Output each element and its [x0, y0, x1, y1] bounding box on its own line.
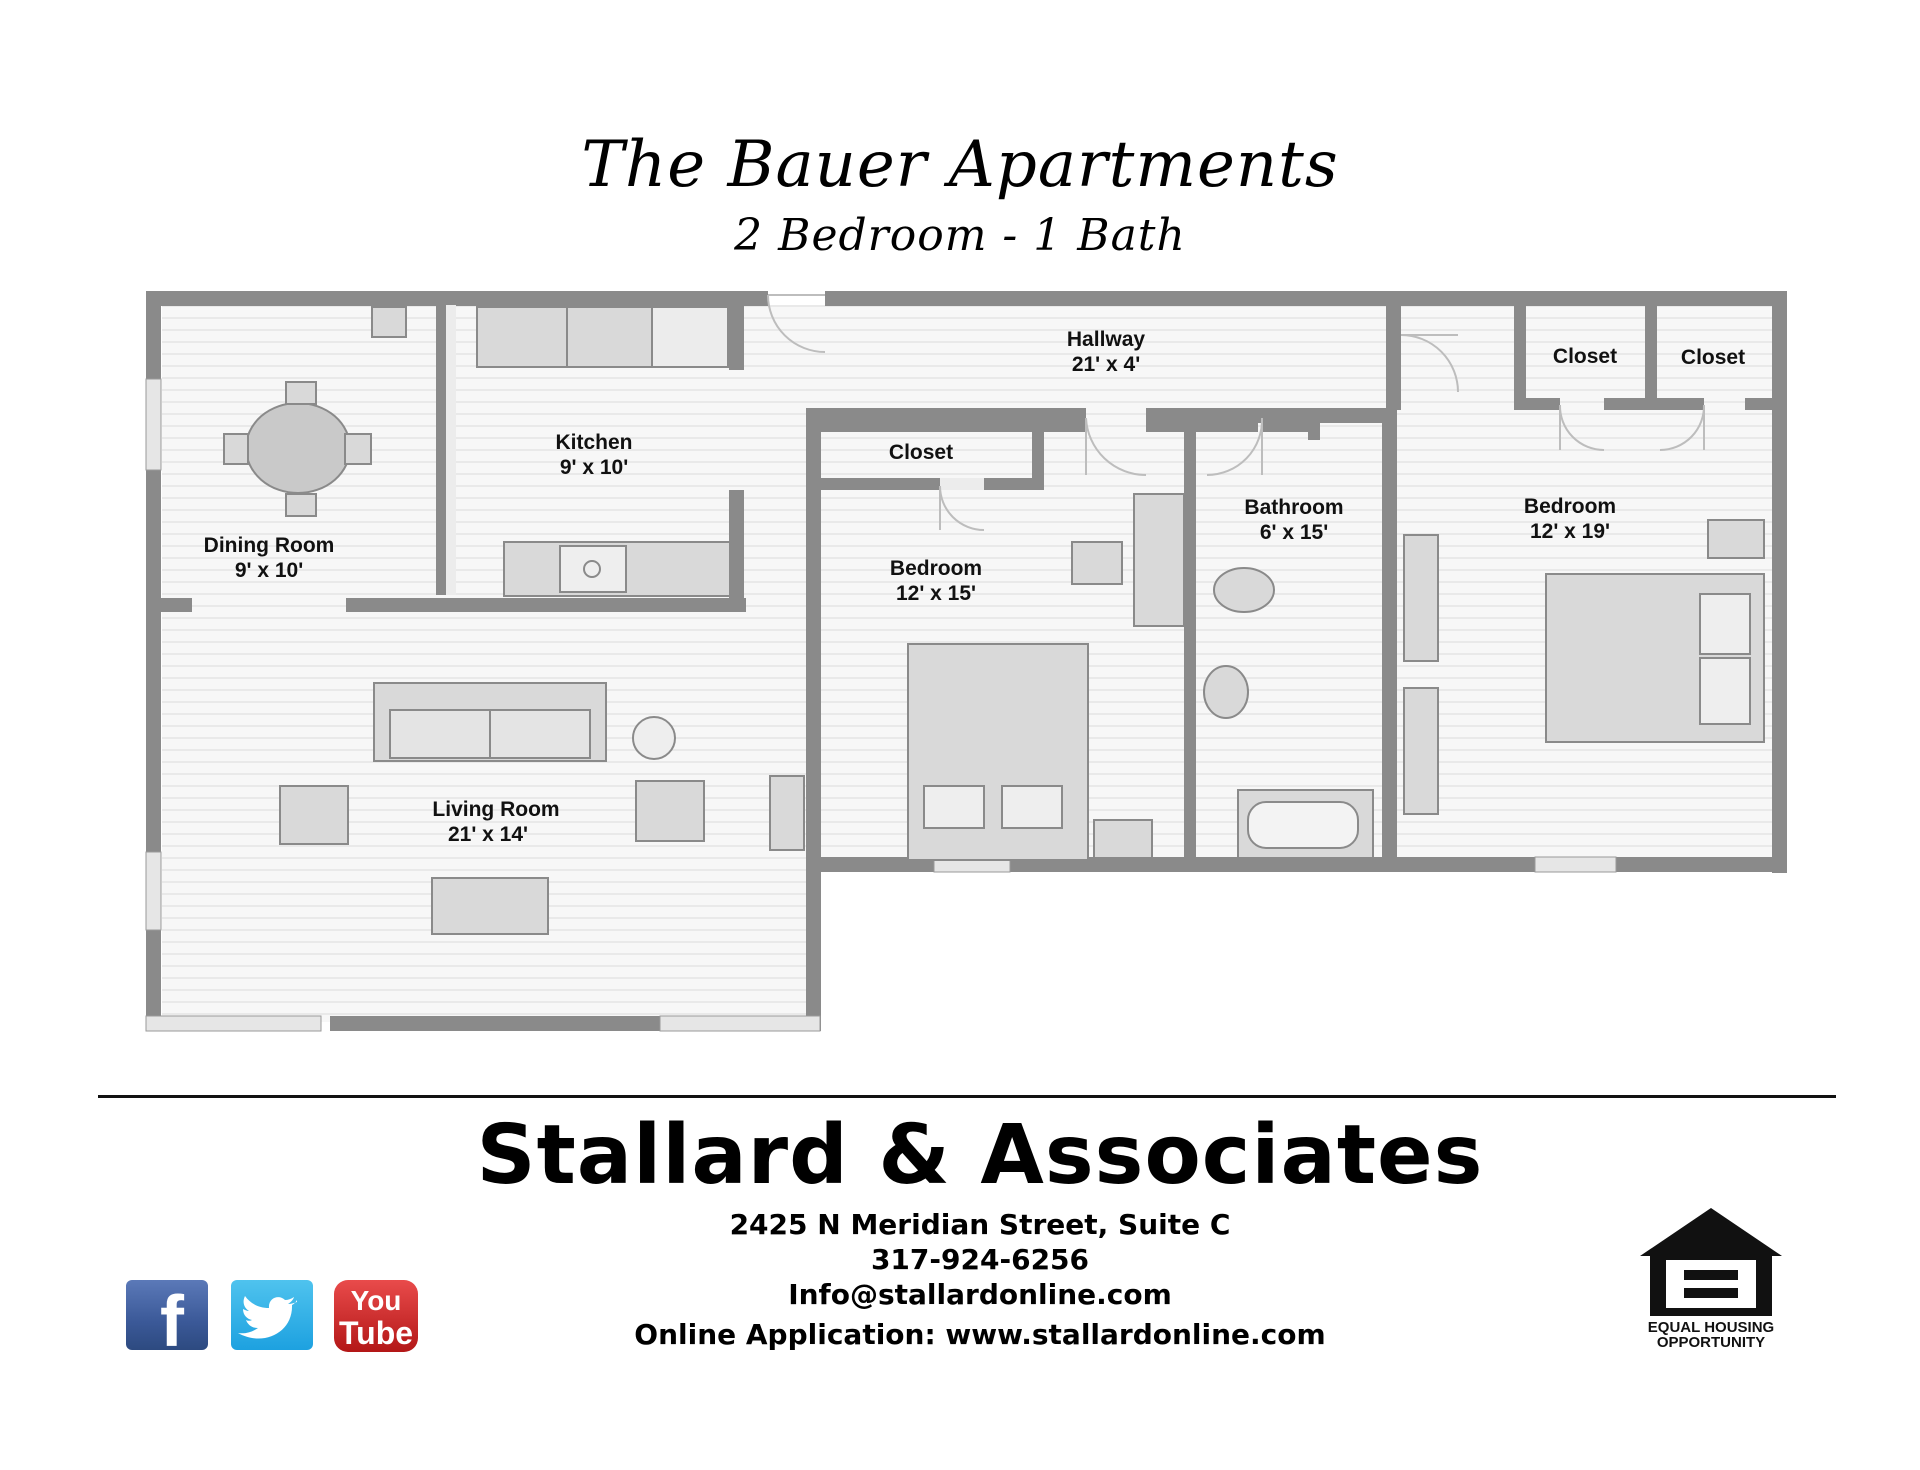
dining-room-name: Dining Room: [204, 534, 335, 557]
eho-line-1: EQUAL HOUSING: [1648, 1319, 1774, 1336]
closet-1-label: Closet: [889, 441, 953, 464]
bedroom-2-size: 12' x 19': [1530, 520, 1610, 543]
kitchen-size: 9' x 10': [560, 456, 628, 479]
dining-room-size: 9' x 10': [235, 559, 303, 582]
kitchen-name: Kitchen: [555, 431, 632, 454]
hallway-name: Hallway: [1067, 328, 1146, 351]
twitter-icon[interactable]: [231, 1280, 313, 1350]
bedroom-1-size: 12' x 15': [896, 582, 976, 605]
footer-divider: [98, 1095, 1836, 1098]
facebook-icon[interactable]: f: [126, 1280, 208, 1350]
living-room-size: 21' x 14': [448, 823, 528, 846]
company-email[interactable]: Info@stallardonline.com: [788, 1278, 1172, 1311]
company-address: 2425 N Meridian Street, Suite C: [729, 1208, 1231, 1241]
bathroom-size: 6' x 15': [1260, 521, 1328, 544]
eho-line-2: OPPORTUNITY: [1657, 1334, 1765, 1350]
facebook-glyph: f: [160, 1282, 185, 1350]
closet-3-label: Closet: [1681, 346, 1745, 369]
closet-2-label: Closet: [1553, 345, 1617, 368]
youtube-icon[interactable]: You Tube: [334, 1280, 418, 1352]
furniture: [223, 306, 1765, 935]
online-application-link[interactable]: Online Application: www.stallardonline.c…: [634, 1318, 1326, 1351]
bedroom-1-name: Bedroom: [890, 557, 982, 580]
page-subtitle: 2 Bedroom - 1 Bath: [734, 210, 1186, 261]
youtube-bottom-text: Tube: [339, 1315, 413, 1351]
bathroom-name: Bathroom: [1244, 496, 1343, 519]
living-room-name: Living Room: [432, 798, 559, 821]
page-title: The Bauer Apartments: [581, 128, 1339, 202]
company-name: Stallard & Associates: [476, 1108, 1484, 1203]
room-labels: Hallway 21' x 4' Kitchen 9' x 10' Dining…: [204, 328, 1745, 846]
youtube-top-text: You: [351, 1285, 402, 1316]
company-phone: 317-924-6256: [870, 1243, 1090, 1276]
bedroom-2-name: Bedroom: [1524, 495, 1616, 518]
doors: [767, 294, 1706, 531]
equal-housing-icon: EQUAL HOUSING OPPORTUNITY: [1638, 1204, 1784, 1351]
hallway-size: 21' x 4': [1072, 353, 1140, 376]
